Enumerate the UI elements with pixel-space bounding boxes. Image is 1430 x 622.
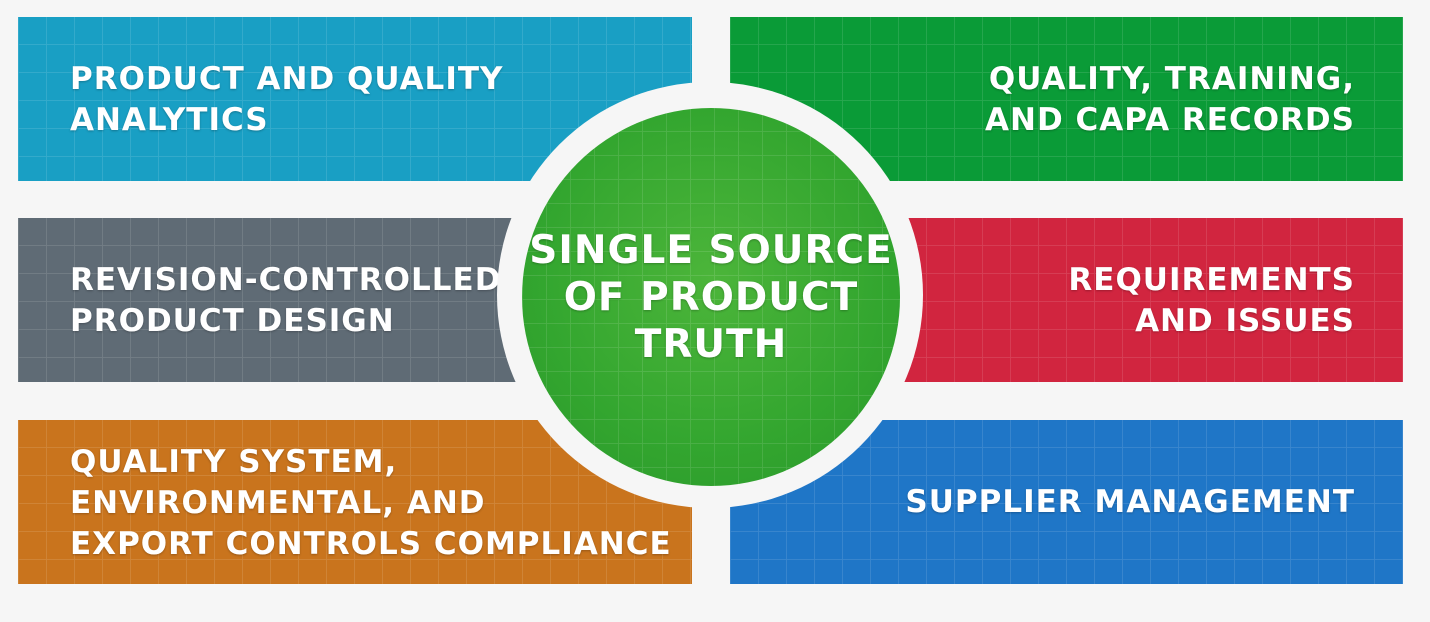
panel-product-quality-analytics: PRODUCT AND QUALITY ANALYTICS xyxy=(18,17,692,181)
panel-label: REQUIREMENTS AND ISSUES xyxy=(1068,262,1355,339)
center-circle: SINGLE SOURCE OF PRODUCT TRUTH xyxy=(522,108,900,486)
panel-label: PRODUCT AND QUALITY ANALYTICS xyxy=(70,61,504,138)
panel-label: QUALITY, TRAINING, AND CAPA RECORDS xyxy=(985,61,1355,138)
panel-label: REVISION-CONTROLLED PRODUCT DESIGN xyxy=(70,262,502,339)
center-title: SINGLE SOURCE OF PRODUCT TRUTH xyxy=(529,227,893,367)
panel-label: QUALITY SYSTEM, ENVIRONMENTAL, AND EXPOR… xyxy=(70,444,672,562)
panel-label: SUPPLIER MANAGEMENT xyxy=(905,484,1355,520)
